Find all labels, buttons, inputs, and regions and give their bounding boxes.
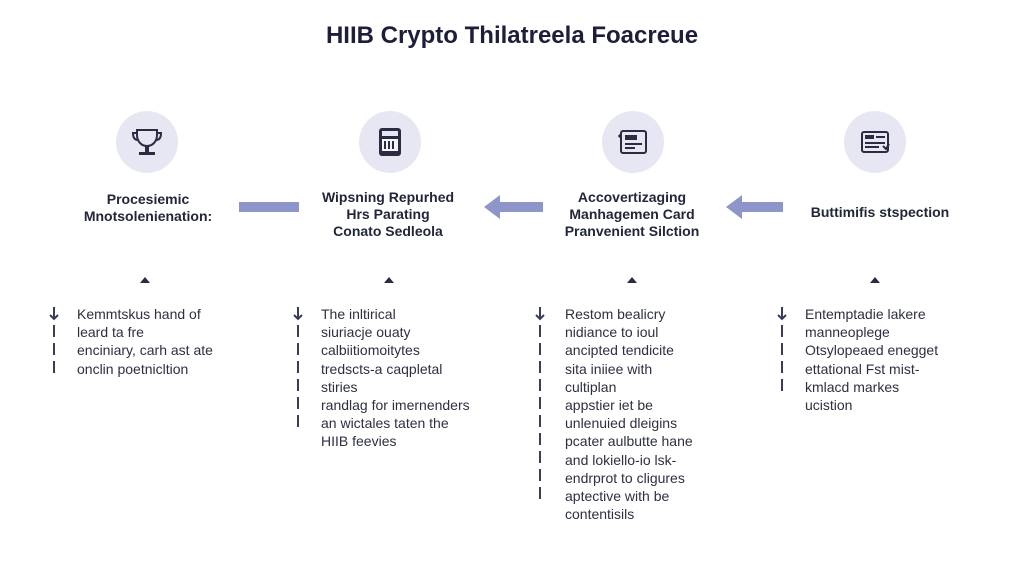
- arrow-2-3-head: [484, 195, 500, 219]
- form-checklist-icon-circle: [844, 111, 906, 173]
- step-3-description: Restom bealicry nidiance to ioul ancipte…: [565, 306, 693, 523]
- step-3-label: Accovertizaging Manhagemen Card Pranveni…: [564, 189, 700, 239]
- desc-rail-1: [48, 307, 60, 375]
- caret-step-1: [140, 277, 150, 283]
- desc-rail-2: [292, 307, 304, 432]
- arrow-3-4-head: [726, 195, 742, 219]
- document-card-icon: [379, 128, 401, 156]
- form-checklist-icon: [861, 131, 890, 153]
- diagram-title: HIIB Crypto Thilatreela Foacreue: [325, 22, 699, 49]
- down-arrow-icon: [777, 307, 787, 321]
- card-management-icon: [618, 130, 647, 154]
- connector-1-2: [239, 202, 299, 212]
- card-management-icon-circle: [602, 111, 664, 173]
- step-4-description: Entemptadie lakere manneoplege Otsylopea…: [805, 306, 939, 414]
- step-1-label: Procesiemic Mnotsolenienation:: [83, 191, 213, 224]
- trophy-icon-circle: [116, 111, 178, 173]
- document-card-icon-circle: [359, 111, 421, 173]
- step-4-label: Buttimifis stspection: [810, 204, 950, 220]
- caret-step-2: [384, 277, 394, 283]
- trophy-icon: [131, 129, 163, 155]
- desc-rail-4: [776, 307, 788, 397]
- step-2-description: The inltirical siuriacje ouaty calbiitio…: [321, 306, 470, 450]
- down-arrow-icon: [535, 307, 545, 321]
- step-1-description: Kemmtskus hand of leard ta fre enciniary…: [77, 306, 213, 377]
- caret-step-4: [870, 277, 880, 283]
- caret-step-3: [627, 277, 637, 283]
- arrow-3-4-shaft: [741, 202, 783, 212]
- down-arrow-icon: [293, 307, 303, 321]
- arrow-2-3-shaft: [499, 202, 543, 212]
- down-arrow-icon: [49, 307, 59, 321]
- desc-rail-3: [534, 307, 546, 517]
- step-2-label: Wipsning Repurhed Hrs Parating Conato Se…: [321, 189, 455, 239]
